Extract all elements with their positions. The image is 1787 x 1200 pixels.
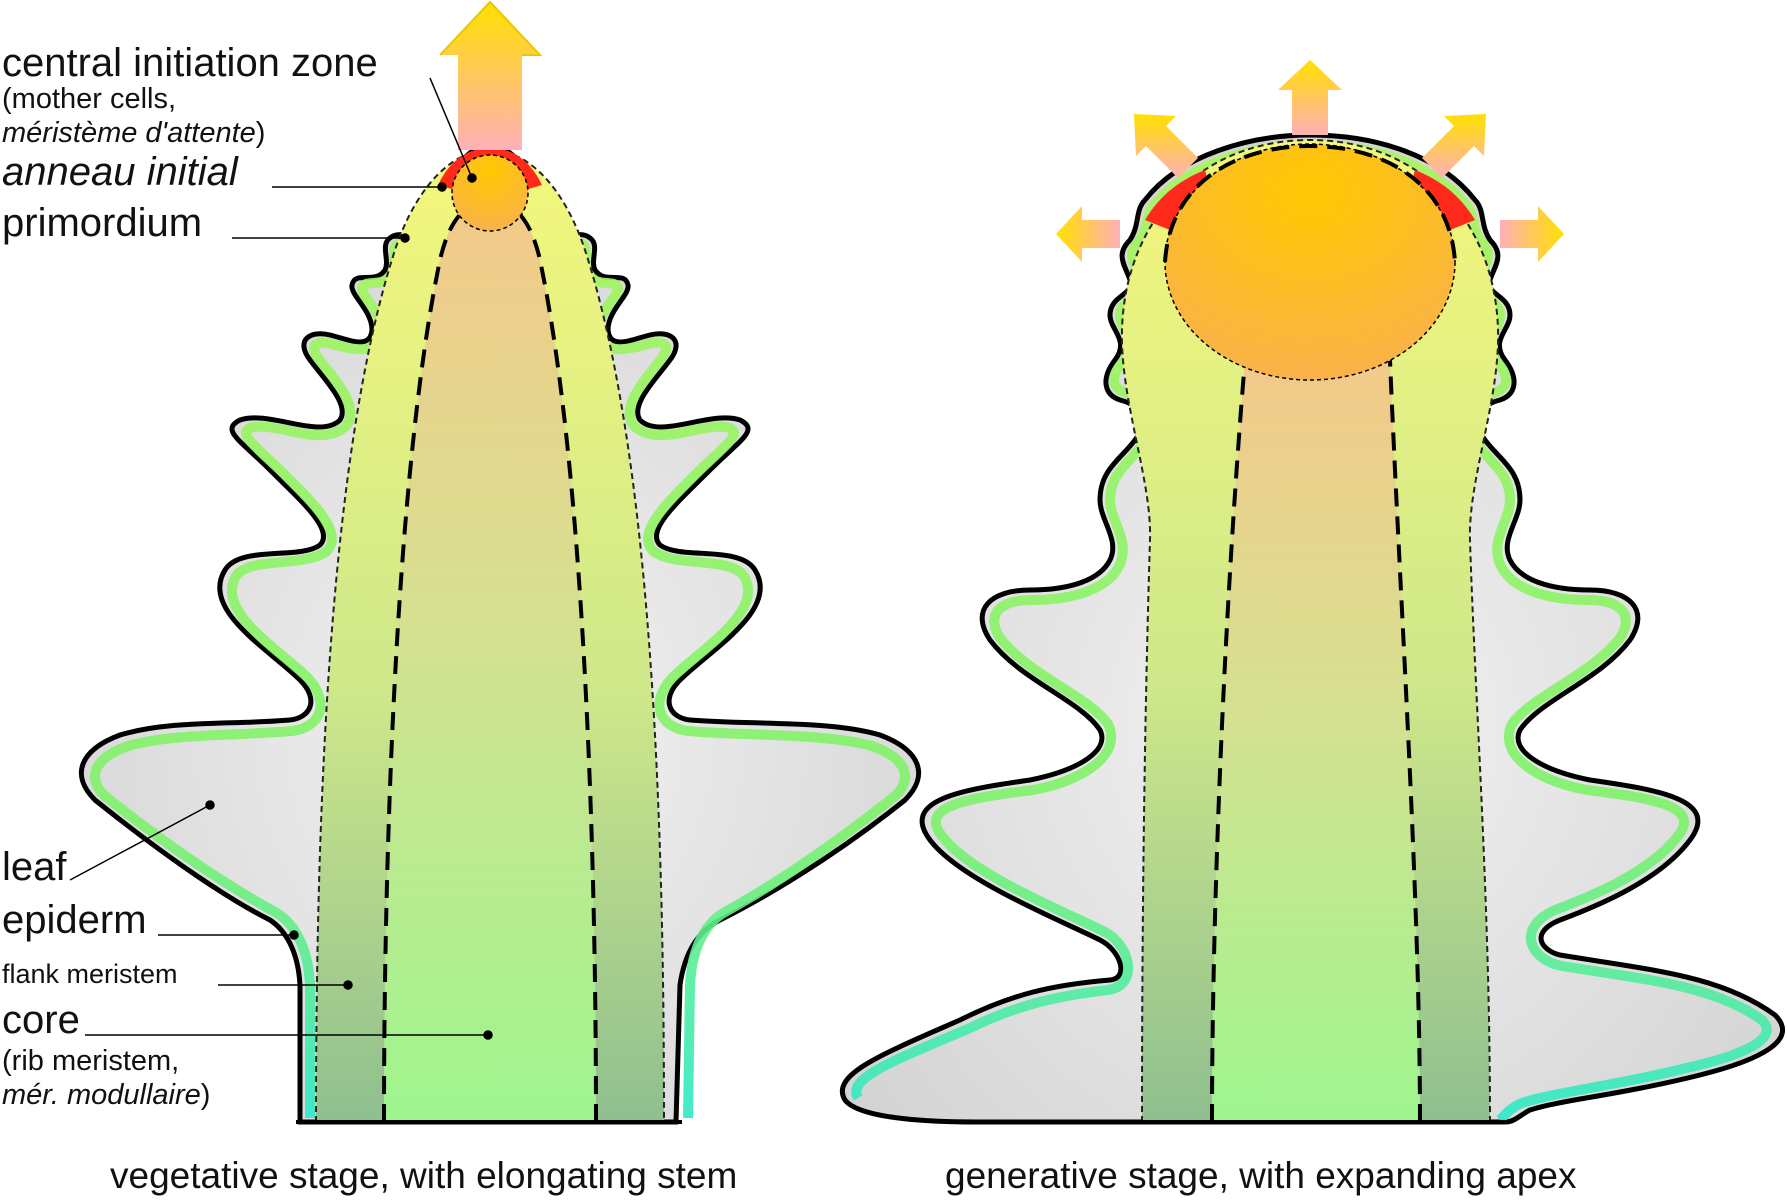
vegetative-core-boundary-left (382, 198, 491, 1123)
label-anneau-initial: anneau initial (2, 150, 239, 194)
vegetative-arrow-edge (439, 0, 543, 56)
vegetative-meristem (78, 0, 922, 1125)
vegetative-core (384, 200, 596, 1122)
vegetative-growth-arrow (440, 2, 540, 150)
label-core-note-1: (rib meristem, (2, 1045, 179, 1077)
label-primordium: primordium (2, 201, 202, 245)
label-epiderm: epiderm (2, 898, 147, 942)
label-central-zone-note-2-close: ) (256, 117, 266, 149)
caption-generative: generative stage, with expanding apex (945, 1155, 1577, 1196)
label-core: core (2, 998, 80, 1042)
generative-central-initiation-zone (1164, 143, 1456, 381)
label-core-note-2-close: ) (201, 1079, 211, 1111)
generative-meristem (839, 60, 1785, 1125)
generative-arrow-up (1278, 60, 1342, 135)
generative-core (1212, 360, 1420, 1122)
generative-epiderm-layer (851, 139, 1772, 1124)
label-central-zone-note-1: (mother cells, (2, 83, 176, 115)
leader-lines (69, 77, 493, 1040)
generative-apex-boundary (1163, 143, 1457, 263)
leader-central-zone (429, 77, 473, 179)
label-central-zone: central initiation zone (2, 41, 378, 85)
label-core-note-2: mér. modullaire) (2, 1079, 210, 1111)
leader-anneau-dot (437, 182, 447, 192)
generative-arrow-left (1056, 206, 1120, 262)
vegetative-core-boundary-right (489, 198, 598, 1123)
generative-arrow-right (1500, 206, 1564, 262)
leader-central-zone-dot (467, 173, 477, 183)
leader-leaf-dot (205, 800, 215, 810)
generative-core-boundary-right (1388, 359, 1422, 1123)
leader-leaf (69, 804, 211, 881)
label-central-zone-note-2-italic: méristème d'attente (2, 117, 256, 149)
leader-flank-dot (343, 980, 353, 990)
label-leaf: leaf (2, 845, 67, 889)
leader-primordium-dot (400, 233, 410, 243)
label-flank-meristem: flank meristem (2, 959, 178, 989)
leader-core-dot (483, 1030, 493, 1040)
label-central-zone-note-2: méristème d'attente) (2, 117, 265, 149)
label-core-note-2-italic: mér. modullaire (2, 1079, 201, 1111)
generative-arrow-up-left (1134, 114, 1198, 178)
vegetative-central-initiation-zone (451, 154, 529, 232)
caption-vegetative: vegetative stage, with elongating stem (110, 1155, 737, 1196)
generative-arrow-up-right (1422, 114, 1486, 178)
generative-core-boundary-left (1210, 359, 1247, 1123)
leader-epiderm-dot (289, 930, 299, 940)
